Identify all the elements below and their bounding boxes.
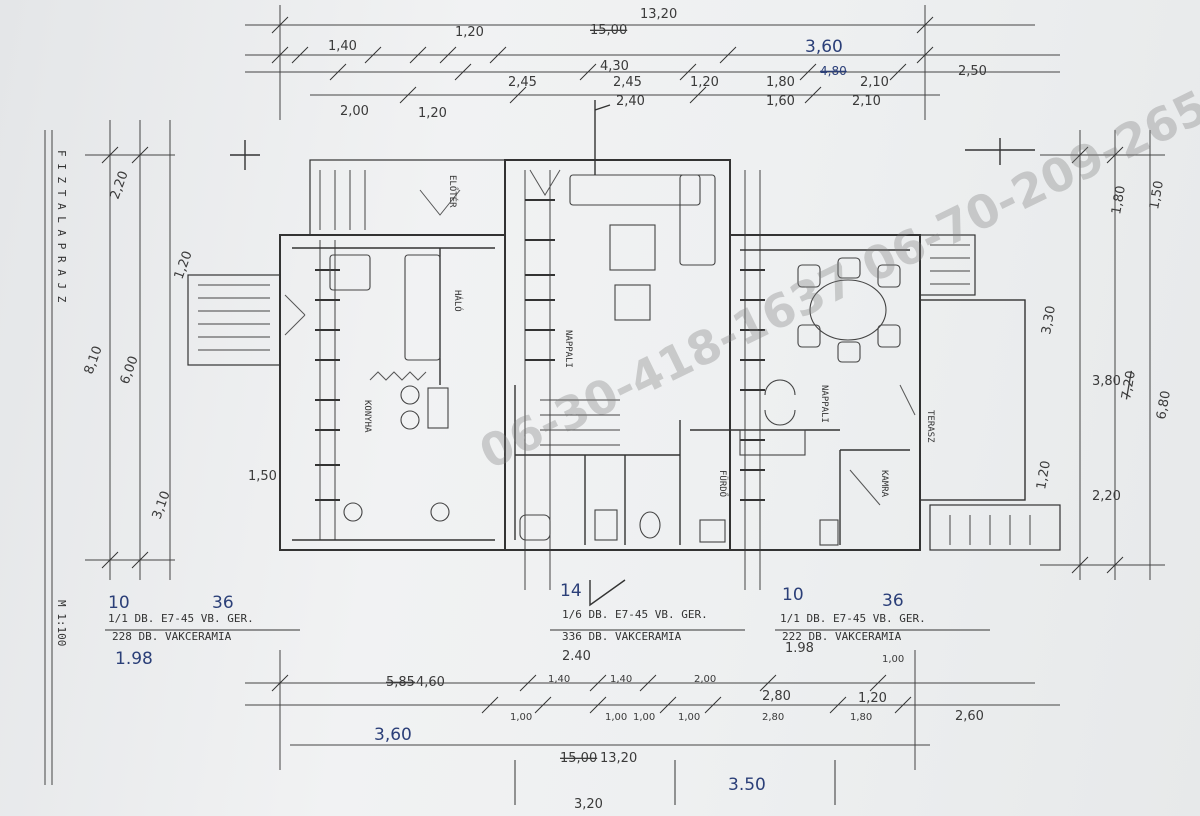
note-right-blue-mid: 36: [882, 591, 904, 611]
bottom-dim-r2-5: 2,80: [762, 712, 784, 723]
left-dim-6: 1,50: [248, 469, 277, 484]
bottom-dim-5: 2,80: [762, 689, 791, 704]
floor-grid: [315, 199, 765, 501]
bottom-dim-7: 2,60: [955, 709, 984, 724]
left-side-label: F I Z T A L A P R A J Z: [55, 150, 68, 303]
bottom-overall-strike: 15,00: [560, 751, 597, 766]
bottom-cut-value: 3,20: [574, 797, 603, 812]
handwritten-strike: 4,80: [820, 64, 847, 78]
hob: [400, 385, 420, 405]
note-center-blue-top: 14: [560, 581, 582, 601]
room-pantry: KAMRA: [879, 470, 889, 498]
bottom-dim-r2-1: 1,00: [510, 712, 532, 723]
bottom-overall: 13,20: [600, 751, 637, 766]
top-dim-row3-4: 1,60: [766, 94, 795, 109]
top-dim-row2-4: 1,80: [766, 75, 795, 90]
top-dim-3: 4,30: [600, 59, 629, 74]
note-center-line2: 336 DB. VAKCERAMIA: [562, 630, 682, 643]
right-dim-2: 1,80: [1109, 185, 1129, 216]
sofa-side: [679, 174, 716, 266]
bottom-dim-3: 1,40: [610, 674, 632, 685]
top-dim-row3-2: 1,20: [418, 106, 447, 121]
dimension-ticks: [101, 16, 1124, 714]
note-center-line1: 1/6 DB. E7-45 VB. GER.: [562, 608, 708, 621]
right-dim-6: 2,20: [1092, 489, 1121, 504]
top-dim-row2-1: 2,45: [508, 75, 537, 90]
bottom-dim-4: 2,00: [694, 674, 716, 685]
top-dim-row3-5: 2,10: [852, 94, 881, 109]
overall-width-top: 13,20: [640, 7, 677, 22]
top-dim-row2-2: 2,45: [613, 75, 642, 90]
coffee-table: [614, 284, 651, 321]
scale-label: M 1:100: [55, 600, 68, 646]
top-dim-row2-5: 2,10: [860, 75, 889, 90]
left-dim-3: 8,10: [82, 344, 106, 376]
exterior-walls: [187, 159, 1061, 551]
top-dim-row2-3: 1,20: [690, 75, 719, 90]
right-dim-4: 3,80: [1092, 374, 1121, 389]
bottom-dim-r2-2: 1,00: [605, 712, 627, 723]
top-dim-5: 2,50: [958, 64, 987, 79]
armchair: [609, 224, 656, 271]
top-dim-blue: 3,60: [805, 37, 843, 57]
phone-watermark: 06-30-418-1637 06-70-209-265: [471, 79, 1200, 479]
note-right-line1: 1/1 DB. E7-45 VB. GER.: [780, 612, 926, 625]
note-right-blue-top: 10: [782, 585, 804, 605]
bottom-dim-1: 4,60: [416, 675, 445, 690]
shower: [594, 509, 618, 541]
note-right-blue-bot: 1.98: [785, 641, 814, 656]
top-dim-2: 1,20: [455, 25, 484, 40]
section-markers: [230, 100, 1035, 607]
bottom-blue-value: 3.50: [728, 775, 766, 795]
room-living: NAPPALI: [563, 330, 573, 368]
left-dim-2: 1,20: [172, 249, 196, 281]
room-kitchen: KONYHA: [362, 400, 372, 433]
stairs-symbol: [198, 170, 1031, 545]
right-dim-3: 3,30: [1039, 305, 1059, 336]
right-depth-strike: 7,20: [1119, 370, 1139, 401]
bottom-dim-6: 1,20: [858, 691, 887, 706]
note-left-blue-mid: 36: [212, 593, 234, 613]
room-terrace: TERASZ: [925, 410, 935, 443]
left-dim-5: 3,10: [150, 489, 174, 521]
note-center-blue-bot: 2.40: [562, 649, 591, 664]
right-dim-1: 1,50: [1147, 180, 1167, 211]
top-dim-1: 1,40: [328, 39, 357, 54]
bottom-dim-strike: 5,85: [386, 675, 415, 690]
bathtub: [519, 514, 551, 541]
left-dim-4: 6,00: [118, 354, 142, 386]
bottom-dim-r2-7: 1,00: [882, 654, 904, 665]
top-dim-row3-1: 2,00: [340, 104, 369, 119]
note-left-line2: 228 DB. VAKCERAMIA: [112, 630, 232, 643]
dimension-lines: [44, 5, 1165, 785]
overall-width-top-strike: 15,00: [590, 23, 627, 38]
room-hall: ELŐTÉR: [447, 175, 459, 208]
sofa: [569, 174, 701, 206]
left-dim-1: 2,20: [108, 169, 132, 201]
right-dim-overall: 6,80: [1154, 390, 1174, 421]
bottom-dim-r2-4: 1,00: [678, 712, 700, 723]
toilet: [639, 511, 661, 539]
room-bath: FÜRDŐ: [717, 470, 728, 497]
bottom-dim-2: 1,40: [548, 674, 570, 685]
bottom-dim-r2-3: 1,00: [633, 712, 655, 723]
note-left-blue-top: 10: [108, 593, 130, 613]
bottom-blue-left: 3,60: [374, 725, 412, 745]
note-right-line2: 222 DB. VAKCERAMIA: [782, 630, 902, 643]
room-living-2: NAPPALI: [819, 385, 829, 423]
room-bed: HÁLÓ: [452, 290, 464, 312]
note-left-blue-bot: 1.98: [115, 649, 153, 669]
door-swings: [284, 169, 916, 506]
bottom-dim-r2-6: 1,80: [850, 712, 872, 723]
note-left-line1: 1/1 DB. E7-45 VB. GER.: [108, 612, 254, 625]
furniture: [329, 174, 901, 546]
dining-table: [809, 279, 887, 341]
top-dim-row3-3: 2,40: [616, 94, 645, 109]
bed: [404, 254, 441, 361]
right-dim-5: 1,20: [1034, 460, 1054, 491]
